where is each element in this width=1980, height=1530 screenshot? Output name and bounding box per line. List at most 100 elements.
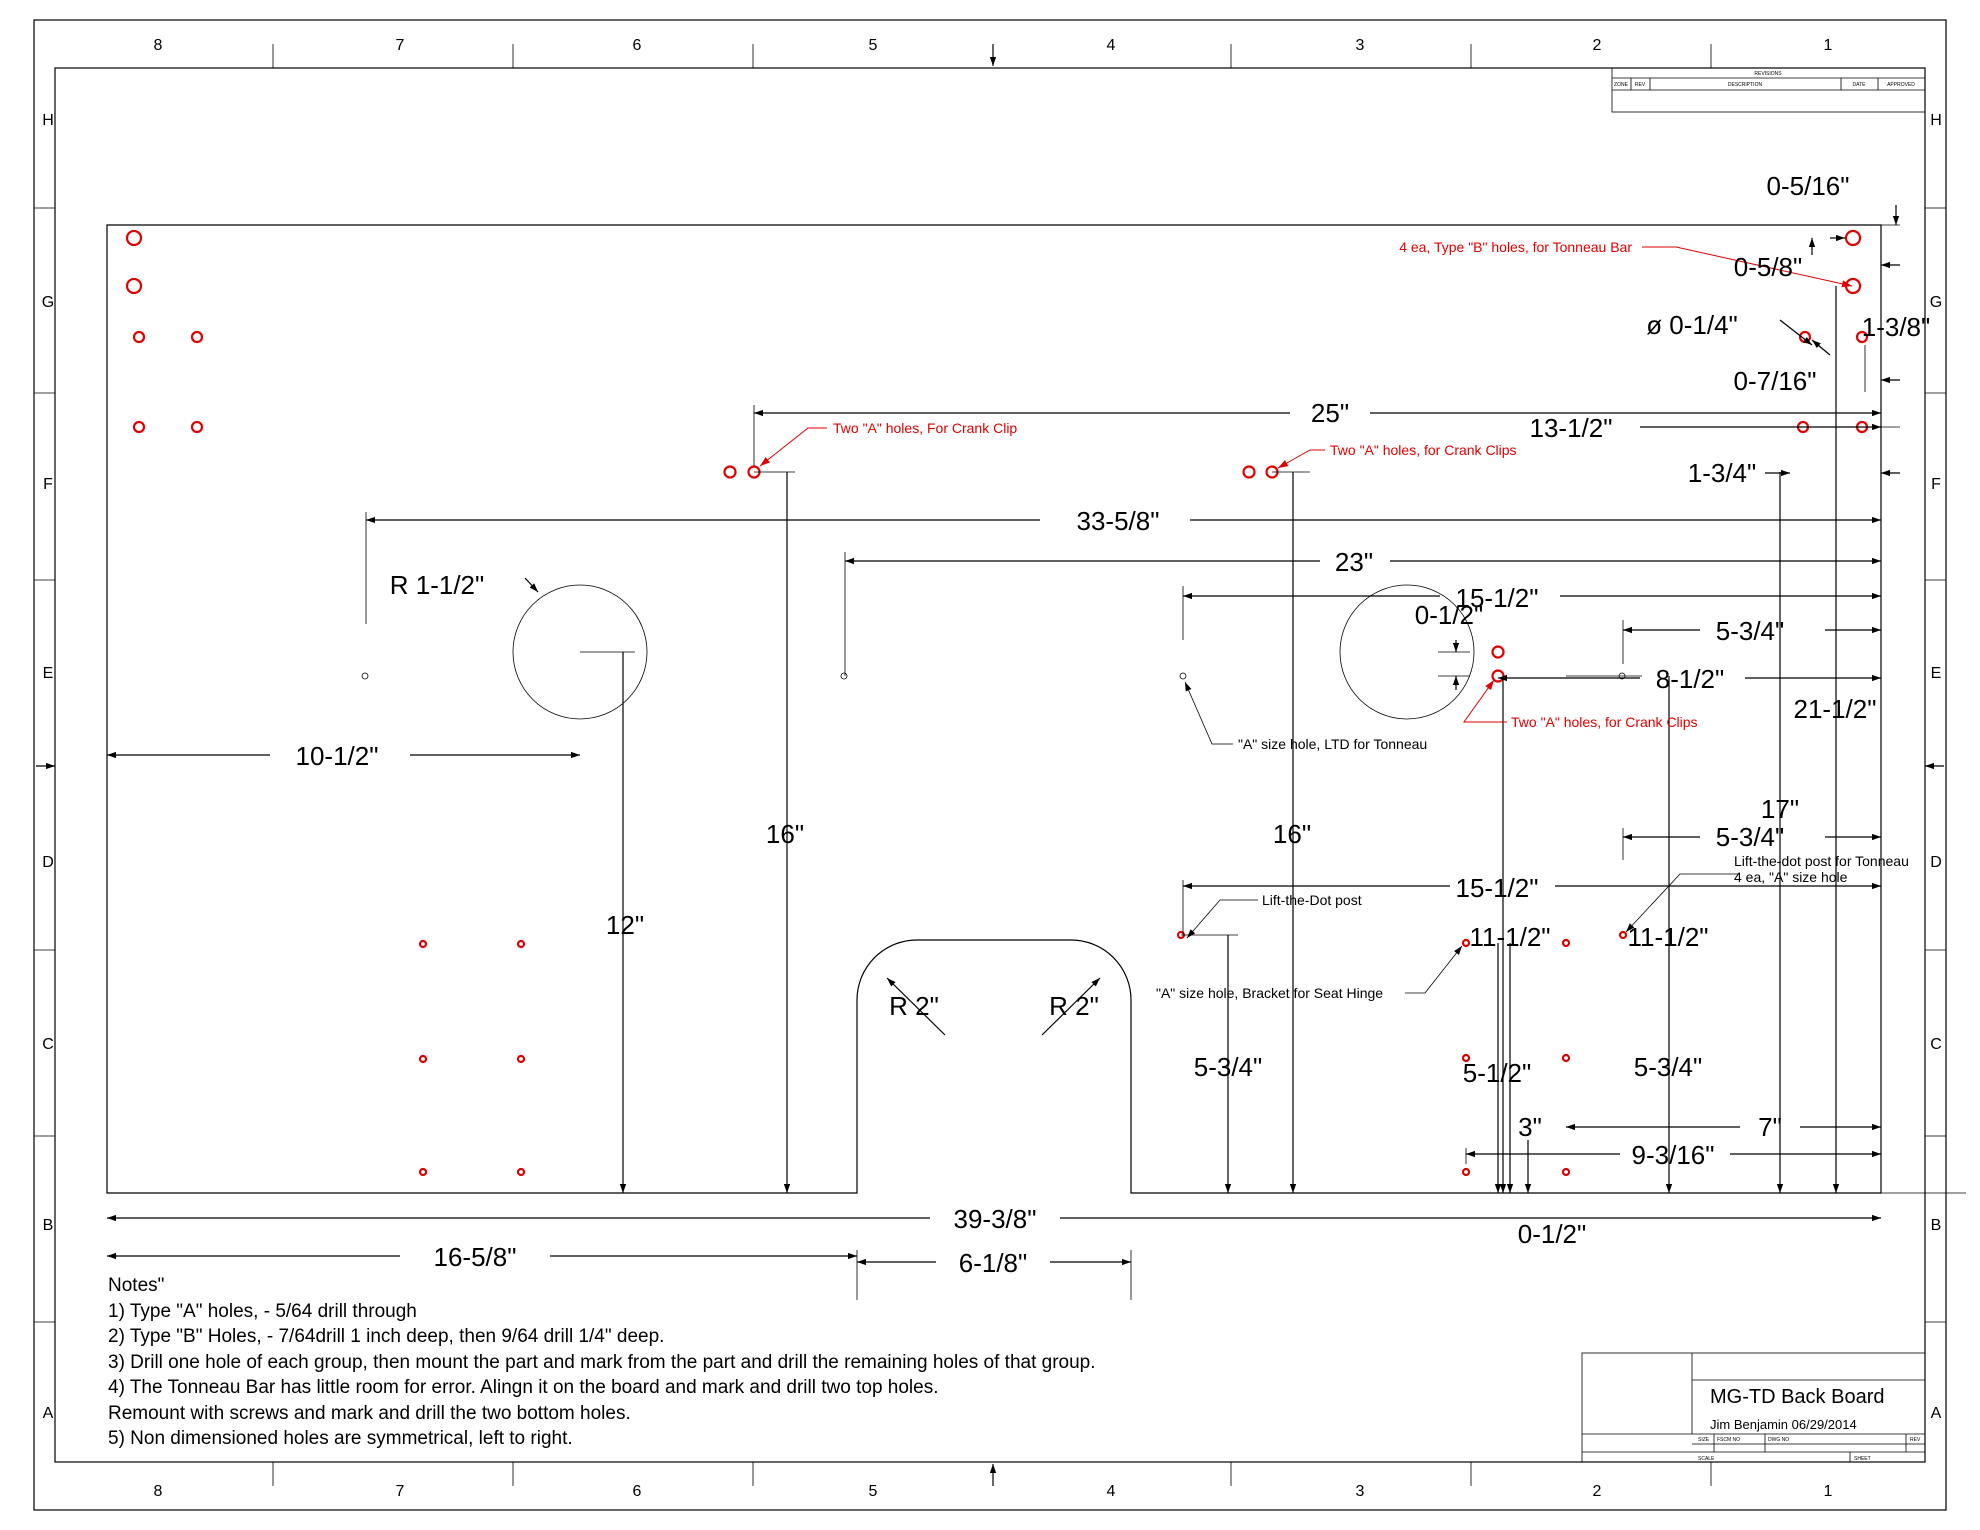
row-label: C — [42, 1036, 54, 1053]
scale-label: SCALE — [1698, 1456, 1715, 1462]
callout-a-size-4ea: 4 ea, "A" size hole — [1734, 869, 1848, 885]
note-line: 5) Non dimensioned holes are symmetrical… — [108, 1428, 573, 1449]
dim-11-1-2-a: 11-1/2" — [1469, 922, 1550, 952]
callout-ltd-tonneau: "A" size hole, LTD for Tonneau — [1238, 736, 1427, 752]
dim-7: 7" — [1758, 1112, 1782, 1142]
revisions-header: REVISIONS — [1754, 71, 1782, 77]
callout-crank-clips-2: Two "A" holes, for Crank Clips — [1511, 714, 1698, 730]
dim-15-1-2-low: 15-1/2" — [1456, 873, 1539, 903]
revisions-column: DATE — [1853, 82, 1867, 88]
type-a-hole — [1461, 1167, 1471, 1177]
column-label: 1 — [1824, 37, 1833, 54]
type-b-hole — [125, 277, 143, 295]
row-labels-right: H G F E D C B A — [1930, 112, 1942, 1422]
dim-radius-2-right: R 2" — [1049, 991, 1099, 1021]
dim-13-1-2: 13-1/2" — [1530, 413, 1613, 443]
column-label: 2 — [1593, 1483, 1602, 1500]
type-a-hole — [132, 330, 146, 344]
dim-0-1-2-mid: 0-1/2" — [1415, 600, 1484, 630]
column-label: 7 — [396, 1483, 405, 1500]
row-label: A — [43, 1405, 54, 1422]
row-label: E — [1931, 665, 1942, 682]
callout-seat-hinge: "A" size hole, Bracket for Seat Hinge — [1156, 985, 1383, 1001]
cutout-circle-left — [512, 584, 648, 720]
type-a-hole — [1491, 645, 1505, 659]
note-line: 3) Drill one hole of each group, then mo… — [108, 1352, 1096, 1373]
column-label: 2 — [1593, 37, 1602, 54]
type-a-hole — [132, 420, 146, 434]
notes-section: Notes" 1) Type "A" holes, - 5/64 drill t… — [108, 1275, 1096, 1449]
dim-0-1-2-bottom: 0-1/2" — [1518, 1219, 1587, 1249]
row-label: G — [1930, 294, 1942, 311]
column-label: 3 — [1356, 1483, 1365, 1500]
dim-radius-2-left: R 2" — [889, 991, 939, 1021]
row-label: D — [1930, 854, 1942, 871]
dim-12: 12" — [606, 910, 644, 940]
title-block: MG-TD Back Board Jim Benjamin 06/29/2014… — [1581, 1352, 1926, 1463]
hole-marker — [840, 672, 848, 680]
row-label: A — [1931, 1405, 1942, 1422]
callout-ltd-post-tonneau: Lift-the-dot post for Tonneau — [1734, 853, 1909, 869]
column-label: 5 — [869, 37, 878, 54]
type-a-hole — [1561, 1167, 1571, 1177]
revisions-column: ZONE — [1614, 82, 1629, 88]
revisions-column: DESCRIPTION — [1728, 82, 1763, 88]
column-label: 8 — [154, 1483, 163, 1500]
dim-radius-1-1-2: R 1-1/2" — [390, 570, 485, 600]
dim-6-1-8: 6-1/8" — [959, 1248, 1028, 1278]
row-label: B — [1931, 1217, 1942, 1234]
revisions-column: APPROVED — [1887, 82, 1915, 88]
dim-3: 3" — [1518, 1112, 1542, 1142]
type-b-hole — [1844, 277, 1862, 295]
callout-leaders — [759, 246, 1853, 994]
size-label: SIZE — [1698, 1437, 1710, 1443]
column-label: 4 — [1107, 37, 1116, 54]
dim-10-1-2: 10-1/2" — [296, 741, 379, 771]
dim-5-3-4-center: 5-3/4" — [1194, 1052, 1263, 1082]
dim-21-1-2: 21-1/2" — [1794, 694, 1877, 724]
row-label: B — [43, 1217, 54, 1234]
type-a-hole — [516, 1054, 526, 1064]
dim-0-5-16: 0-5/16" — [1767, 171, 1850, 201]
type-a-hole — [1561, 1053, 1571, 1063]
dim-5-3-4-right-low: 5-3/4" — [1634, 1052, 1703, 1082]
row-label: F — [1931, 476, 1941, 493]
notes-heading: Notes" — [108, 1275, 164, 1296]
row-label: E — [43, 665, 54, 682]
dim-8-1-2: 8-1/2" — [1656, 664, 1725, 694]
column-label: 6 — [633, 37, 642, 54]
sheet-border — [33, 19, 1947, 1511]
revision-block: REVISIONS ZONE REV DESCRIPTION DATE APPR… — [1611, 67, 1926, 113]
dim-9-3-16: 9-3/16" — [1632, 1140, 1715, 1170]
type-a-hole — [418, 1054, 428, 1064]
row-label: D — [42, 854, 54, 871]
column-label: 8 — [154, 37, 163, 54]
dim-5-3-4-top: 5-3/4" — [1716, 616, 1785, 646]
dimension-lines — [107, 205, 1900, 1300]
type-a-hole — [190, 330, 204, 344]
type-a-hole — [1491, 669, 1505, 683]
dim-5-3-4-right-mid: 5-3/4" — [1716, 822, 1785, 852]
type-a-hole — [723, 465, 737, 479]
type-b-hole — [125, 229, 143, 247]
red-holes — [125, 229, 1869, 1177]
row-label: C — [1930, 1036, 1942, 1053]
dim-5-1-2: 5-1/2" — [1463, 1058, 1532, 1088]
rev-label: REV — [1910, 1437, 1921, 1443]
revisions-column: REV — [1635, 82, 1646, 88]
type-a-hole — [1461, 1053, 1471, 1063]
callout-ltd-post: Lift-the-Dot post — [1262, 892, 1362, 908]
dim-33-5-8: 33-5/8" — [1077, 506, 1160, 536]
type-a-hole — [1618, 930, 1628, 940]
type-a-hole — [1242, 465, 1256, 479]
column-label: 4 — [1107, 1483, 1116, 1500]
hole-marker — [361, 672, 369, 680]
type-a-hole — [418, 939, 428, 949]
callout-texts: 4 ea, Type "B" holes, for Tonneau Bar Tw… — [833, 239, 1909, 1001]
sheet-label: SHEET — [1854, 1456, 1871, 1462]
dim-0-5-8: 0-5/8" — [1734, 252, 1803, 282]
backboard-outline — [106, 224, 1882, 1194]
drawing-author: Jim Benjamin 06/29/2014 — [1710, 1417, 1857, 1432]
dim-0-7-16: 0-7/16" — [1734, 366, 1817, 396]
row-label: F — [43, 476, 53, 493]
